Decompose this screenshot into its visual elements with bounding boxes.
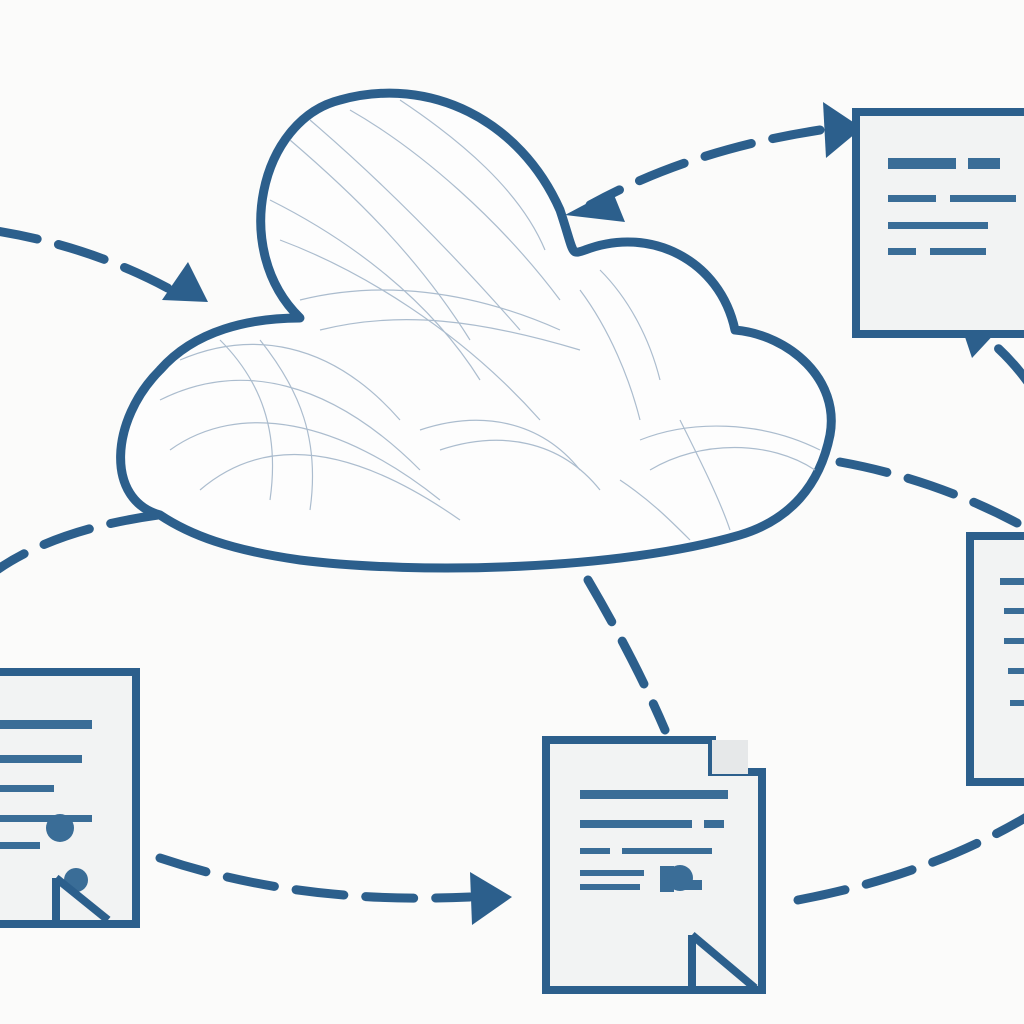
document-lines xyxy=(1000,578,1024,706)
document-top-right xyxy=(852,108,1024,338)
arrowhead-into-doc-top-right xyxy=(823,102,862,158)
document-icon xyxy=(966,532,1024,786)
document-fold xyxy=(712,740,748,774)
document-lines xyxy=(888,158,1016,255)
document-lines xyxy=(580,790,728,892)
arrowhead-into-cloud-left xyxy=(162,262,208,302)
document-bottom-center xyxy=(542,736,766,994)
connector-cloud-to-doc-bottom-center xyxy=(583,575,670,735)
document-lines xyxy=(0,720,92,892)
arrowhead-into-cloud-top-right xyxy=(565,190,625,222)
connector-doc-bottom-center-to-doc-right xyxy=(793,813,1024,905)
connector-left-to-cloud xyxy=(0,227,180,297)
cloud-hatching xyxy=(159,99,821,541)
document-bottom-left xyxy=(0,668,140,928)
arrowheads xyxy=(162,102,998,925)
connector-cloud-to-doc-right xyxy=(835,457,1024,532)
connector-cloud-to-left xyxy=(0,510,163,574)
corner-arrow-icon xyxy=(688,931,758,992)
connector-doc-bottom-left-to-doc-bottom-center xyxy=(155,853,475,903)
cloud-icon xyxy=(116,88,836,573)
arrowhead-into-doc-bottom-center xyxy=(470,872,512,925)
connector-doc-top-right-to-cloud xyxy=(585,125,825,210)
document-icon xyxy=(542,736,766,994)
document-right xyxy=(966,532,1024,786)
corner-arrow-icon xyxy=(52,874,111,924)
